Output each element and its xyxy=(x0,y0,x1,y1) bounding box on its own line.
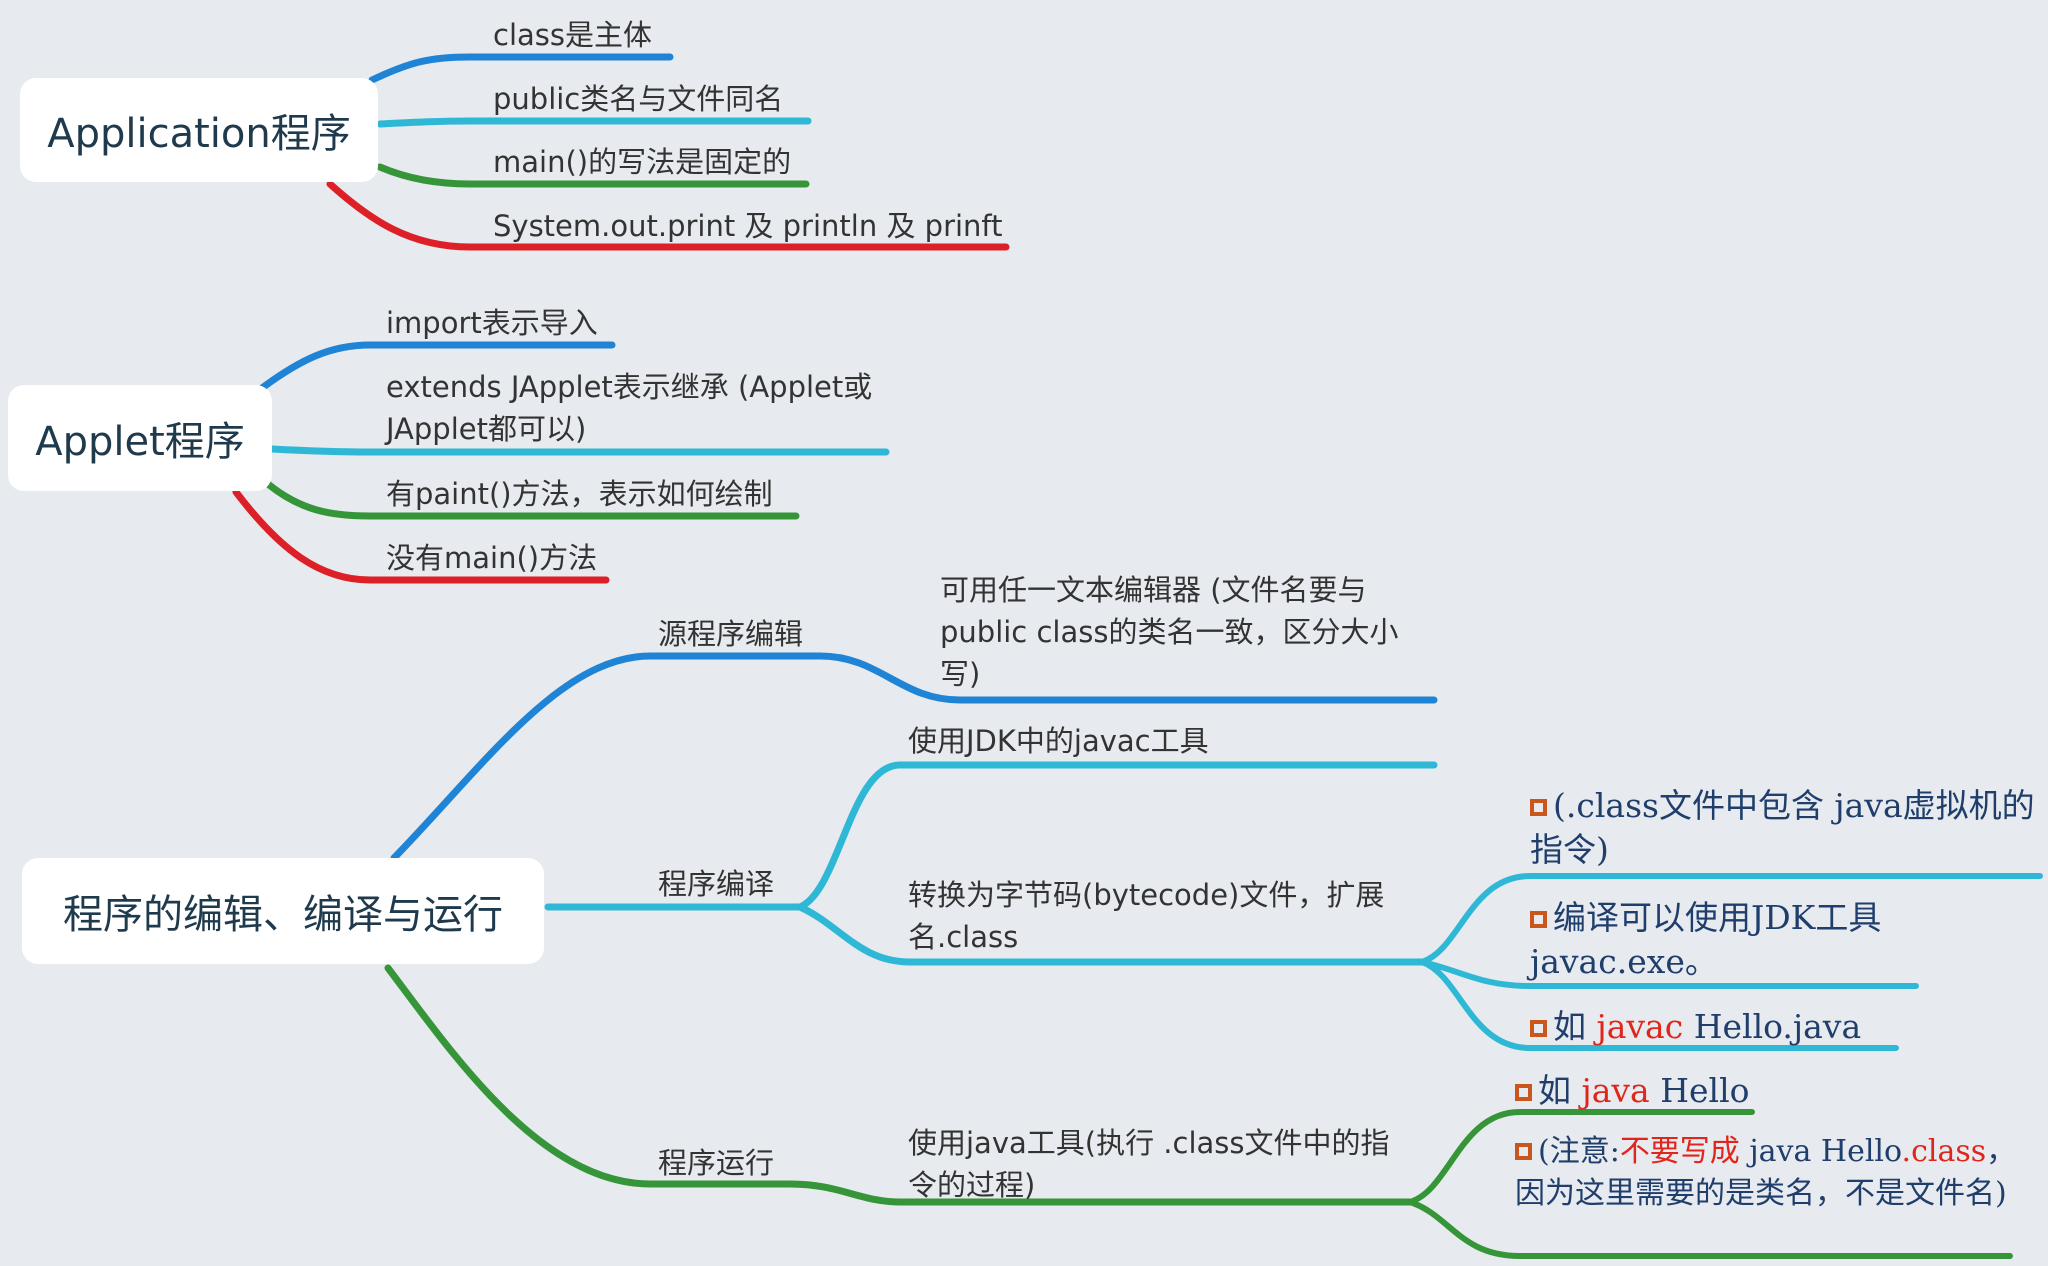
checkbox-square-icon xyxy=(1530,911,1547,928)
compile-detail-1: (.class文件中包含 java虚拟机的指令) xyxy=(1530,784,2040,872)
checkbox-square-icon xyxy=(1515,1143,1532,1160)
application-item-4: System.out.print 及 println 及 prinft xyxy=(493,209,1003,243)
node-application-title: Application程序 xyxy=(47,111,351,157)
node-applet-title: Applet程序 xyxy=(35,419,245,465)
compile-detail-3-prefix: 如 xyxy=(1553,1007,1597,1046)
compile-detail-3-command: javac xyxy=(1596,1007,1684,1046)
run-detail-2-c: ， 因为这里需要的是类名，不是文件名) xyxy=(1515,1134,2017,1211)
connector-compile-d1 xyxy=(1419,873,2043,965)
compile-detail-1-text: (.class文件中包含 java虚拟机的指令) xyxy=(1530,786,2035,869)
run-detail-1: 如 java Hello xyxy=(1515,1069,1750,1113)
connector-compile-d3 xyxy=(1419,959,1899,1051)
connector-run-d2 xyxy=(1407,1199,2013,1259)
run-child: 使用java工具(执行 .class文件中的指令的过程) xyxy=(908,1126,1390,1202)
connector-run-d1 xyxy=(1407,1109,1755,1205)
connector-applet-1 xyxy=(258,341,616,392)
connector-compile-1 xyxy=(796,761,1438,911)
connector-run xyxy=(384,964,1414,1206)
connector-edit xyxy=(390,652,1438,862)
run-detail-2-a: (注意: xyxy=(1538,1134,1620,1169)
run-label: 程序运行 xyxy=(658,1146,775,1180)
node-process-title: 程序的编辑、编译与运行 xyxy=(63,892,503,938)
application-item-1: class是主体 xyxy=(493,18,652,52)
connector-applet-2 xyxy=(268,445,890,456)
application-item-2: public类名与文件同名 xyxy=(493,82,784,116)
run-detail-1-command: java xyxy=(1581,1071,1650,1110)
checkbox-square-icon xyxy=(1530,799,1547,816)
connector-compile-2 xyxy=(796,903,1426,966)
edit-child: 可用任一文本编辑器 (文件名要与public class的类名一致，区分大小写) xyxy=(940,573,1399,691)
compile-detail-2: 编译可以使用JDK工具javac.exe。 xyxy=(1530,896,1930,984)
connector-application-3 xyxy=(376,163,810,188)
compile-label: 程序编译 xyxy=(658,867,775,901)
applet-item-1: import表示导入 xyxy=(386,306,598,340)
run-detail-1-suffix: Hello xyxy=(1649,1071,1750,1110)
compile-detail-3-suffix: Hello.java xyxy=(1683,1007,1862,1046)
application-item-3: main()的写法是固定的 xyxy=(493,145,792,179)
applet-item-3: 有paint()方法，表示如何绘制 xyxy=(386,477,773,511)
applet-item-2: extends JApplet表示继承 (Applet或JApplet都可以) xyxy=(386,370,873,446)
node-process[interactable]: 程序的编辑、编译与运行 xyxy=(22,858,544,964)
run-detail-2: (注意:不要写成 java Hello.class， 因为这里需要的是类名，不是… xyxy=(1515,1131,2025,1215)
node-application[interactable]: Application程序 xyxy=(20,78,378,182)
connector-application-1 xyxy=(368,53,674,84)
run-detail-2-extension: .class xyxy=(1901,1134,1987,1169)
checkbox-square-icon xyxy=(1515,1084,1532,1101)
run-detail-2-b: java Hello xyxy=(1739,1134,1902,1169)
compile-child-2: 转换为字节码(bytecode)文件，扩展名.class xyxy=(908,878,1385,954)
connector-applet-3 xyxy=(264,480,800,520)
checkbox-square-icon xyxy=(1530,1020,1547,1037)
connector-compile-d2 xyxy=(1419,959,1919,989)
compile-detail-2-text: 编译可以使用JDK工具javac.exe。 xyxy=(1530,898,1882,981)
connector-applet-4 xyxy=(232,488,610,584)
connector-application-4 xyxy=(326,180,1010,251)
run-detail-2-warning: 不要写成 xyxy=(1619,1134,1740,1169)
run-detail-1-prefix: 如 xyxy=(1538,1071,1582,1110)
compile-detail-3: 如 javac Hello.java xyxy=(1530,1005,1861,1049)
node-applet[interactable]: Applet程序 xyxy=(8,385,272,491)
edit-label: 源程序编辑 xyxy=(658,617,804,651)
connector-application-2 xyxy=(376,117,812,128)
applet-item-4: 没有main()方法 xyxy=(386,541,598,575)
compile-child-1: 使用JDK中的javac工具 xyxy=(908,724,1209,758)
